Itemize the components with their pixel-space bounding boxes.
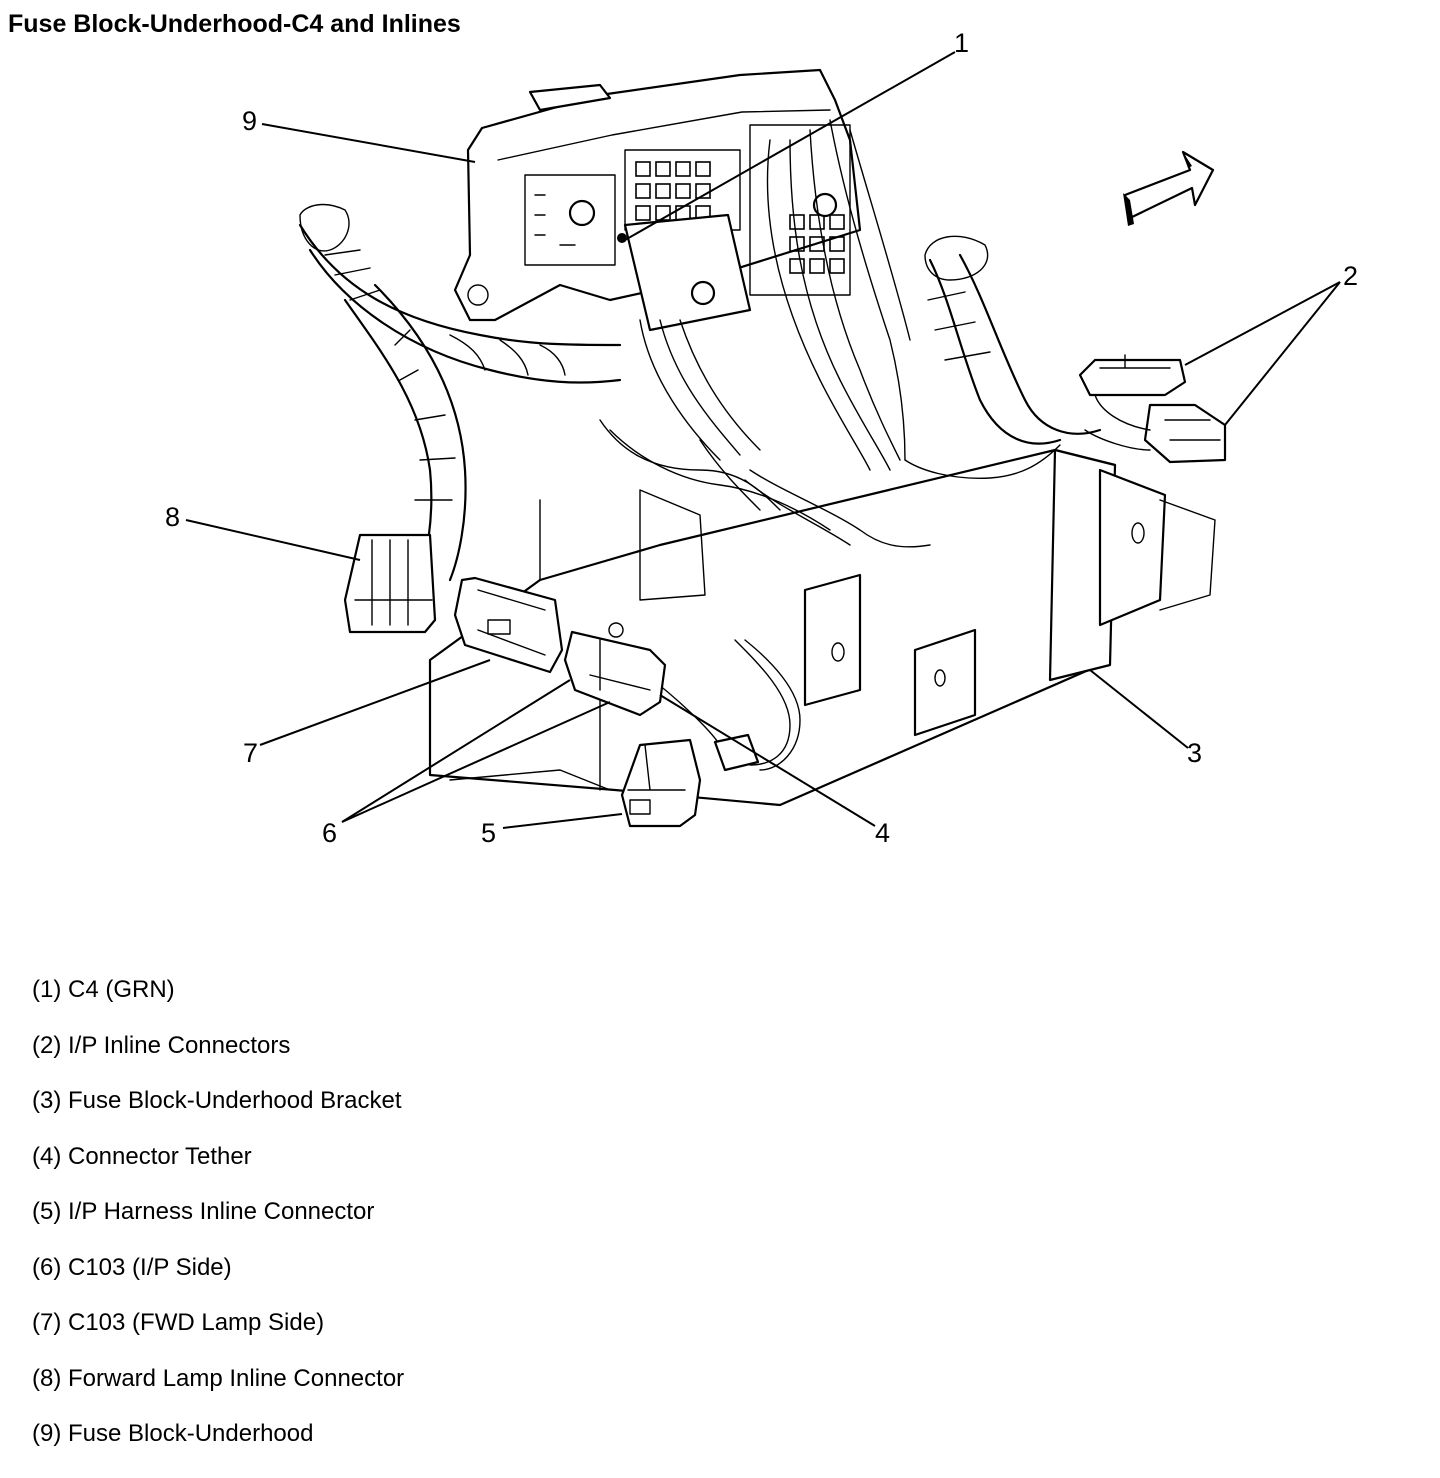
- callout-9: 9: [242, 106, 257, 136]
- wire-harness: [298, 119, 1102, 771]
- legend-item: (5) I/P Harness Inline Connector: [32, 1198, 375, 1225]
- callout-6: 6: [322, 818, 337, 848]
- callout-1: 1: [954, 28, 969, 58]
- legend-item: (3) Fuse Block-Underhood Bracket: [32, 1087, 402, 1114]
- legend-item: (7) C103 (FWD Lamp Side): [32, 1309, 325, 1336]
- callout-3: 3: [1187, 738, 1202, 768]
- legend-item: (4) Connector Tether: [32, 1142, 252, 1170]
- callout-labels: 1 2 3 4 5 6 7 8 9: [165, 28, 1358, 848]
- callout-5: 5: [481, 818, 496, 848]
- legend-item: (9) Fuse Block-Underhood: [32, 1420, 314, 1447]
- legend-item: (6) C103 (I/P Side): [32, 1253, 232, 1281]
- legend-item: (2) I/P Inline Connectors: [32, 1031, 291, 1059]
- callout-7: 7: [243, 738, 258, 768]
- ip-harness-inline-connector: [620, 738, 702, 828]
- c103-fwd-lamp-side-connector: [453, 576, 564, 674]
- callout-8: 8: [165, 502, 180, 532]
- callout-leaders: [185, 51, 1341, 829]
- c103-ip-side-connector: [563, 622, 667, 717]
- front-direction-arrow-icon: [1123, 150, 1215, 226]
- legend-item: (1) C4 (GRN): [32, 976, 175, 1003]
- component-legend: (1) C4 (GRN) (2) I/P Inline Connectors (…: [32, 978, 404, 1478]
- forward-lamp-inline-connector: [343, 533, 437, 634]
- fuse-block-bracket: [428, 448, 1216, 807]
- fuse-block-illustration: 1 2 3 4 5 6 7 8 9: [165, 28, 1358, 848]
- legend-item: (8) Forward Lamp Inline Connector: [32, 1364, 405, 1392]
- fuse-block-underhood: [453, 68, 862, 322]
- c4-connector: [617, 213, 752, 332]
- diagram-title: Fuse Block-Underhood-C4 and Inlines: [8, 10, 461, 38]
- connector-tether: [713, 733, 760, 772]
- ip-inline-connectors: [1078, 354, 1227, 464]
- callout-2: 2: [1343, 261, 1358, 291]
- callout-4: 4: [875, 818, 890, 848]
